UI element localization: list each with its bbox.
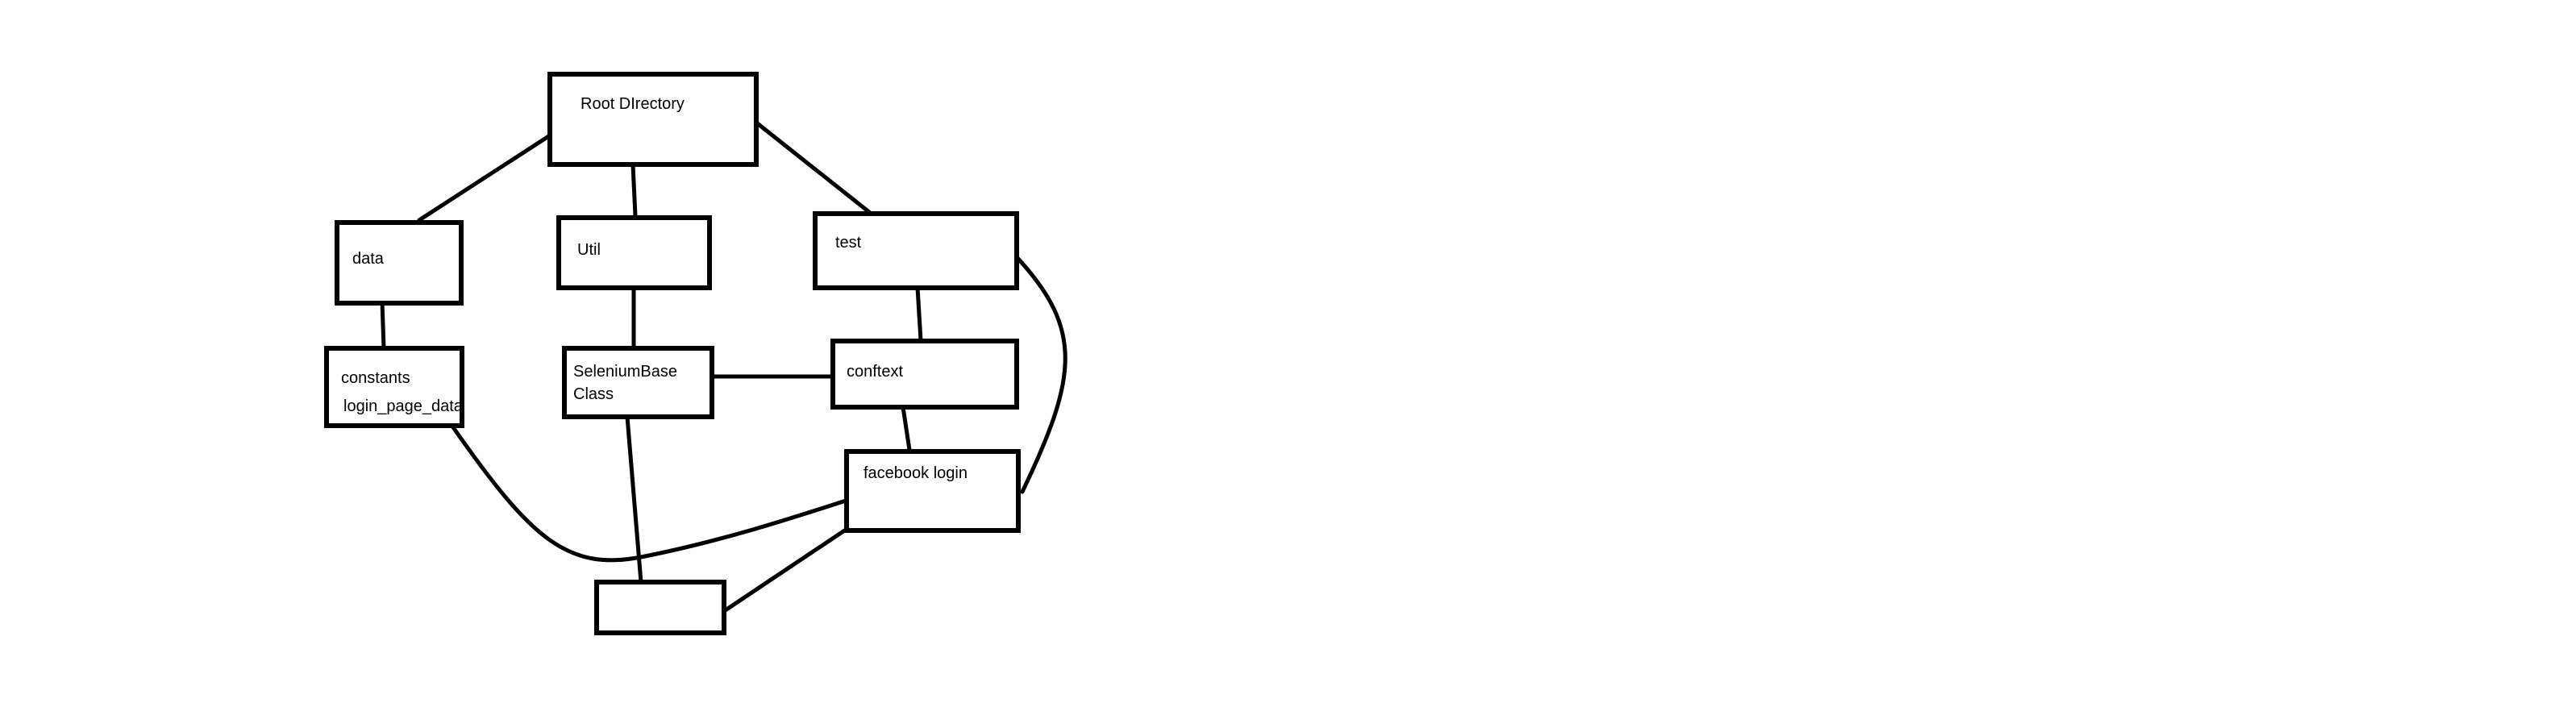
node-box: [547, 72, 759, 167]
node-box: [556, 215, 712, 290]
edge-constants-to-facebook-login: [451, 425, 851, 563]
edge-test-to-facebook-login: [1015, 256, 1067, 494]
node-selenium-base-class[interactable]: SeleniumBase Class: [562, 346, 714, 419]
edge-unlabeled-to-facebook-login: [722, 526, 851, 614]
edge-root-to-data: [417, 133, 552, 223]
node-box: [830, 339, 1019, 410]
edge-test-to-conftext: [915, 285, 923, 343]
node-box: [324, 346, 464, 428]
node-data[interactable]: data: [335, 220, 464, 306]
node-box: [335, 220, 464, 306]
nodes: Root DIrectory data Util test constants …: [324, 72, 1021, 635]
node-label-line-2: Class: [573, 385, 614, 403]
node-label: test: [835, 234, 862, 252]
node-label-line-1: constants: [341, 369, 410, 387]
edge-root-to-test: [754, 120, 872, 214]
node-label: Root DIrectory: [581, 95, 685, 113]
node-facebook-login[interactable]: facebook login: [844, 449, 1021, 533]
node-test[interactable]: test: [813, 211, 1019, 290]
edge-conftext-to-facebook-login: [901, 405, 912, 452]
node-conftext[interactable]: conftext: [830, 339, 1019, 410]
node-constants[interactable]: constants login_page_data: [324, 346, 464, 428]
node-label-line-2: login_page_data: [343, 397, 464, 415]
node-box: [844, 449, 1021, 533]
node-label-line-1: SeleniumBase: [573, 363, 677, 381]
node-box: [594, 580, 726, 635]
node-box: [813, 211, 1019, 290]
edge-selenium-base-to-unlabeled: [625, 414, 643, 584]
node-label: conftext: [847, 363, 903, 381]
node-label: Util: [577, 241, 601, 259]
node-label: facebook login: [864, 464, 968, 482]
edge-root-to-util: [630, 162, 638, 218]
edges: [380, 120, 1067, 614]
node-label: data: [352, 250, 385, 268]
node-unlabeled[interactable]: [594, 580, 726, 635]
node-box: [562, 346, 714, 419]
node-util[interactable]: Util: [556, 215, 712, 290]
edge-data-to-constants: [380, 299, 386, 351]
node-root-directory[interactable]: Root DIrectory: [547, 72, 759, 167]
